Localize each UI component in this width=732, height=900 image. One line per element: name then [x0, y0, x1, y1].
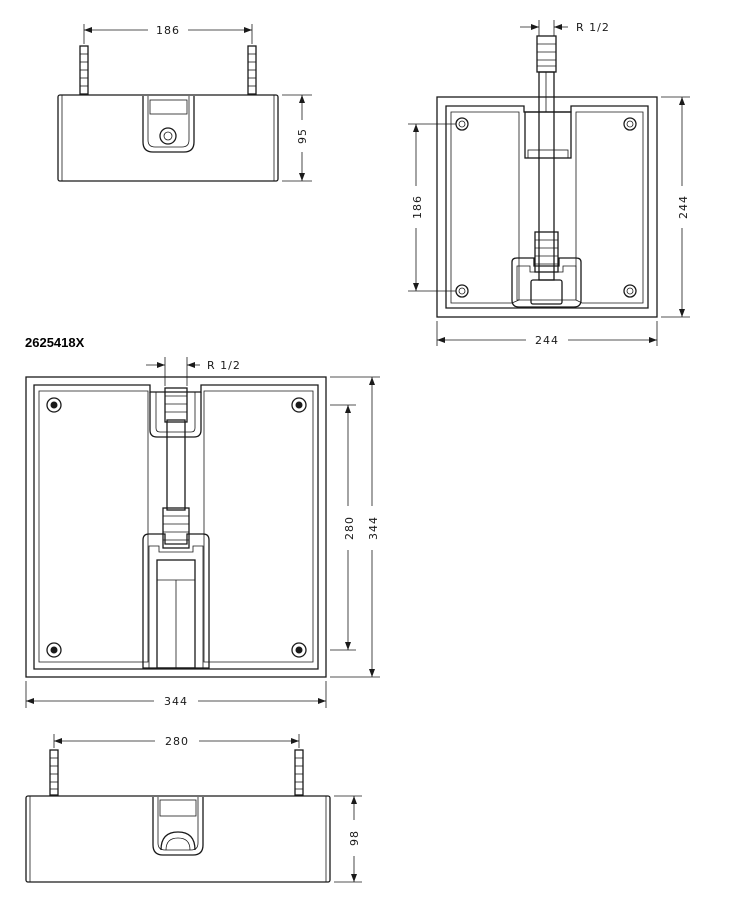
dim-small-side-width: 186	[156, 24, 180, 37]
dim-small-top-width: 244	[535, 334, 559, 347]
large-unit-side-view: 280 98	[25, 734, 362, 883]
dim-large-thread: R 1/2	[207, 359, 241, 372]
small-unit-top-view: R 1/2 186 244 244	[408, 20, 690, 347]
dim-large-top-mounting: 280	[343, 516, 356, 540]
dim-small-top-mounting: 186	[411, 195, 424, 219]
small-side-bolt-left	[79, 45, 89, 95]
dim-large-top-height: 344	[367, 516, 380, 540]
dim-small-top-height: 244	[677, 195, 690, 219]
dim-large-top-width: 344	[164, 695, 188, 708]
dim-large-side-width: 280	[165, 735, 189, 748]
large-side-bolt-right	[294, 749, 304, 796]
dim-small-side-height: 95	[296, 128, 309, 144]
small-side-bolt-right	[247, 45, 257, 95]
small-unit-side-view: 186 95	[57, 24, 312, 182]
model-code-label: 2625418X	[25, 335, 85, 350]
dim-small-thread: R 1/2	[576, 21, 610, 34]
large-side-bolt-left	[49, 749, 59, 796]
large-unit-top-view: R 1/2 280 344 344	[25, 357, 380, 708]
dim-large-side-height: 98	[348, 830, 361, 846]
